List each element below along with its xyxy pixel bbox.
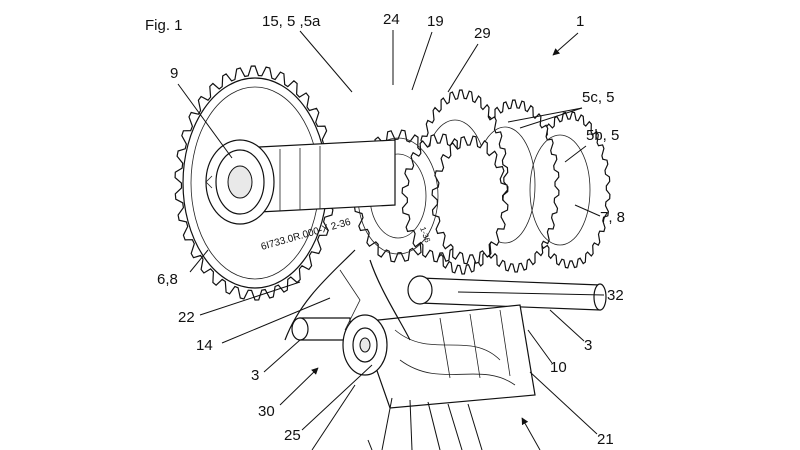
ref-label-9: 9 <box>170 65 178 82</box>
housing-frame <box>284 249 411 341</box>
ref-label-32: 32 <box>607 287 624 304</box>
shift-rods <box>291 275 607 341</box>
shift-drum <box>342 304 536 409</box>
ref-label-5c: 5c, 5 <box>582 89 615 106</box>
gearbox-drawing: 6I733.0R.000-X 2-36 1-36 <box>174 65 611 409</box>
ref-label-25: 25 <box>284 427 301 444</box>
ref-label-21: 21 <box>597 431 614 448</box>
ref-label-29: 29 <box>474 25 491 42</box>
spline-gears <box>353 129 509 265</box>
ref-label-6-8: 6,8 <box>157 271 178 288</box>
figure-title: Fig. 1 <box>145 17 183 34</box>
ref-label-10: 10 <box>550 359 567 376</box>
ref-label-1: 1 <box>576 13 584 30</box>
ref-label-3-left: 3 <box>251 367 259 384</box>
ref-label-14: 14 <box>196 337 213 354</box>
ref-label-3-right: 3 <box>584 337 592 354</box>
ref-label-19: 19 <box>427 13 444 30</box>
ref-label-15: 15, 5 ,5a <box>262 13 321 30</box>
ref-label-5b: 5b, 5 <box>586 127 619 144</box>
bearing-hub <box>205 139 275 225</box>
reference-labels: 1 15, 5 ,5a 24 19 29 9 5c, 5 5b, 5 7, 8 … <box>157 11 625 450</box>
ref-label-30: 30 <box>258 403 275 420</box>
ref-label-22: 22 <box>178 309 195 326</box>
ref-label-24: 24 <box>383 11 400 28</box>
ref-label-7: 7, 8 <box>600 209 625 226</box>
